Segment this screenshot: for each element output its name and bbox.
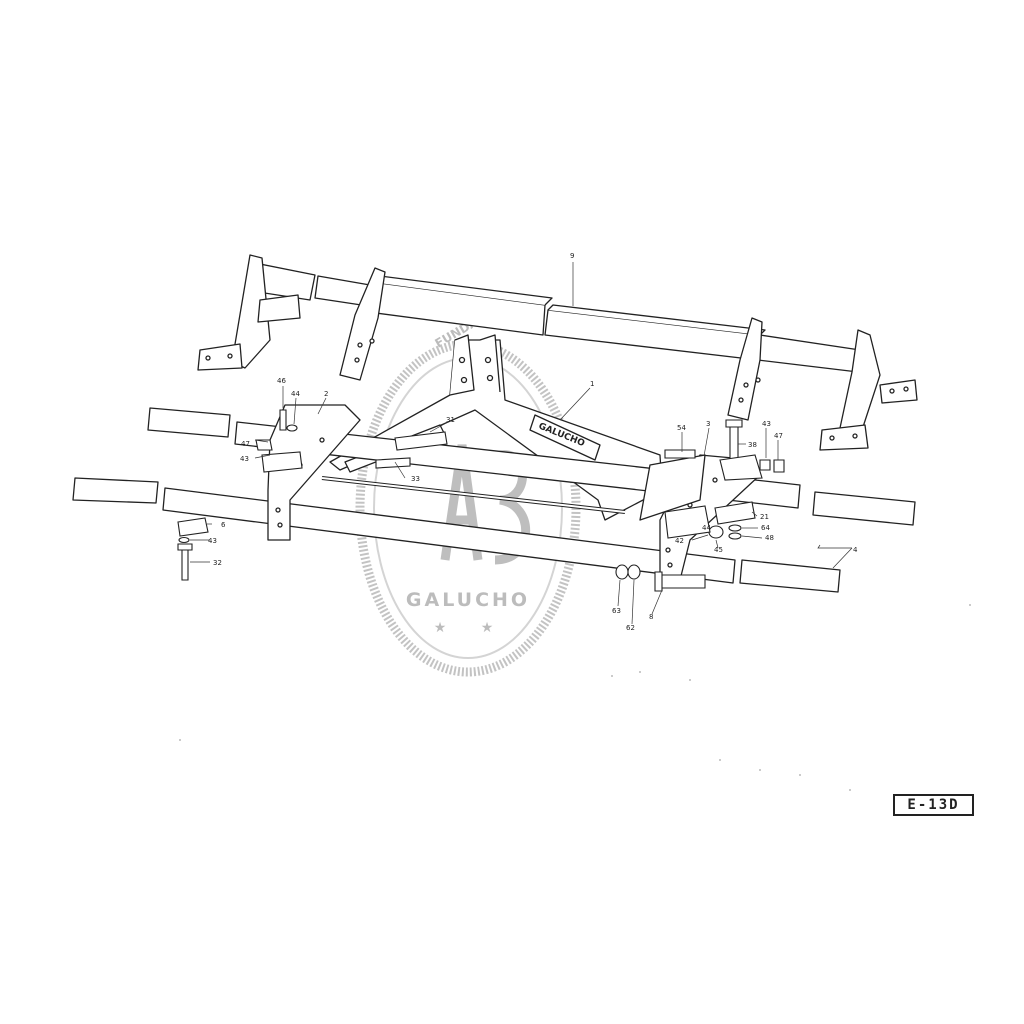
part-labels: 9 1 2 3 4 6 8 21 31 32 33 38 42 43 43 43… [208, 252, 858, 632]
stamp-star-right-icon: ★ [481, 620, 494, 636]
label-part-1: 1 [590, 380, 594, 388]
leader-lines [190, 262, 853, 625]
label-part-63: 63 [612, 607, 621, 615]
stamp-star-left-icon: ★ [434, 620, 447, 636]
cross-bars [72, 407, 916, 593]
label-part-43-left: 43 [240, 455, 249, 463]
label-part-43-lower: 43 [208, 537, 217, 545]
stamp-name: GALUCHO [406, 589, 530, 611]
label-part-47-left: 47 [241, 440, 250, 448]
label-part-48: 48 [765, 534, 774, 542]
drawing-code-box: E-13D [893, 794, 974, 816]
label-part-6: 6 [221, 521, 226, 529]
label-part-43-right: 43 [762, 420, 771, 428]
a-frame-hitch: GALUCHO [329, 334, 663, 521]
label-part-8: 8 [649, 613, 653, 621]
label-part-46: 46 [277, 377, 286, 385]
label-part-47-right: 47 [774, 432, 783, 440]
scan-speckle [179, 604, 971, 791]
label-part-44-top: 44 [291, 390, 300, 398]
label-part-4: 4 [853, 546, 858, 554]
label-part-31: 31 [446, 416, 455, 424]
label-part-64: 64 [761, 524, 770, 532]
label-part-42: 42 [675, 537, 684, 545]
label-part-54: 54 [677, 424, 686, 432]
label-part-45: 45 [714, 546, 723, 554]
label-part-33: 33 [411, 475, 420, 483]
label-part-32: 32 [213, 559, 222, 567]
label-part-2: 2 [324, 390, 328, 398]
label-part-3: 3 [706, 420, 710, 428]
hardware [177, 409, 785, 592]
label-part-44-right: 44 [702, 524, 711, 532]
label-part-9: 9 [570, 252, 574, 260]
label-part-21: 21 [760, 513, 769, 521]
top-toolbar-beam [197, 254, 918, 451]
label-part-38: 38 [748, 441, 757, 449]
label-part-62: 62 [626, 624, 635, 632]
clamp-plates [267, 404, 761, 581]
